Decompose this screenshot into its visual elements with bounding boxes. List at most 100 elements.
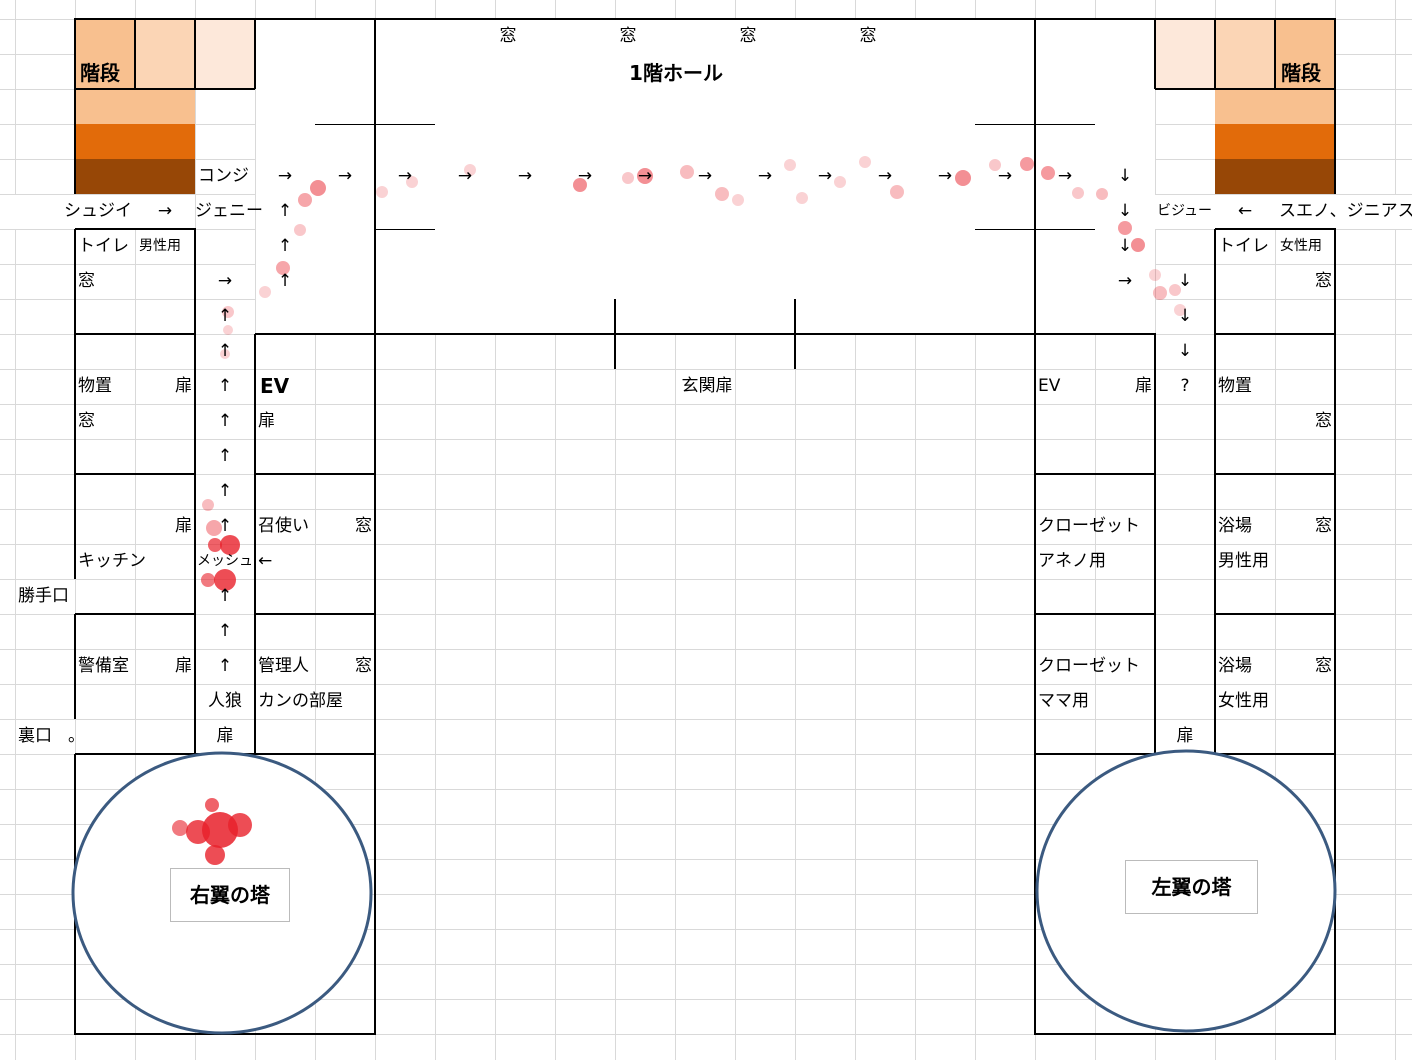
closet-label: クローゼット	[1038, 656, 1140, 676]
toilet-gender-label: 女性用	[1280, 238, 1322, 254]
entrance-door-label: 玄関扉	[681, 376, 733, 396]
arrow-right: →	[997, 166, 1013, 186]
character-konji: コンジ	[198, 166, 249, 186]
wall	[1215, 228, 1336, 230]
arrow-right: →	[757, 166, 773, 186]
stair-cell	[195, 19, 255, 89]
arrow-up: ↑	[217, 306, 233, 326]
wall	[74, 614, 76, 719]
manager-label: 管理人	[258, 656, 309, 676]
toilet-label: トイレ	[1218, 236, 1269, 256]
right-tower-label: 右翼の塔	[170, 868, 290, 922]
door-label: 扉	[1135, 376, 1152, 396]
unknown-label: ?	[1180, 376, 1190, 396]
window-label: 窓	[1315, 271, 1332, 291]
wall	[374, 18, 376, 1035]
closet-label: クローゼット	[1038, 516, 1140, 536]
character-bijou: ビジュー	[1157, 203, 1213, 219]
hall-title: 1階ホール	[629, 61, 723, 85]
door-label: 扉	[175, 376, 192, 396]
kan-room-label: カンの部屋	[258, 691, 343, 711]
door-label: 扉	[258, 411, 275, 431]
door-label: 扉	[175, 656, 192, 676]
kitchen-label: キッチン	[78, 551, 146, 571]
wall	[1215, 473, 1336, 475]
corridor-floor	[256, 20, 375, 334]
blood-trail	[172, 156, 1186, 865]
wall	[1035, 1033, 1336, 1035]
arrow-right: →	[637, 166, 653, 186]
stair-cell	[1155, 19, 1215, 89]
wall	[1154, 18, 1156, 89]
stair-cell	[1215, 124, 1335, 159]
arrow-right: →	[397, 166, 413, 186]
arrow-right: →	[217, 271, 233, 291]
wall	[255, 333, 1156, 335]
arrow-right: →	[457, 166, 473, 186]
wall	[1034, 18, 1036, 1035]
arrow-down: ↓	[1117, 201, 1133, 221]
wall	[254, 334, 256, 754]
stair-cell	[75, 124, 195, 159]
storage-label: 物置	[78, 376, 112, 396]
window-label: 窓	[1315, 411, 1332, 431]
thin-wall	[315, 124, 435, 125]
window-label: 窓	[1315, 516, 1332, 536]
wall	[1154, 334, 1156, 754]
stairs-right-label: 階段	[1281, 61, 1321, 85]
stair-cell	[75, 19, 135, 89]
arrow-up: ↑	[277, 236, 293, 256]
stair-cell	[1215, 159, 1335, 194]
arrow-up: ↑	[277, 271, 293, 291]
stair-cell	[75, 159, 195, 194]
wall	[75, 228, 196, 230]
closet-owner-label: ママ用	[1038, 691, 1089, 711]
bath-gender-label: 女性用	[1218, 691, 1269, 711]
stair-cell	[1275, 19, 1335, 89]
arrow-up: ↑	[217, 481, 233, 501]
character-werewolf: 人狼	[208, 691, 242, 711]
wall	[255, 613, 376, 615]
stair-cell	[75, 89, 195, 124]
window-label: 窓	[78, 271, 95, 291]
wall	[75, 473, 196, 475]
closet-owner-label: アネノ用	[1038, 551, 1106, 571]
arrow-right: →	[1117, 271, 1133, 291]
arrow-left: ←	[258, 551, 273, 571]
window-label: 窓	[78, 411, 95, 431]
guard-room-label: 警備室	[78, 656, 129, 676]
arrow-up: ↑	[217, 376, 233, 396]
arrow-down: ↓	[1177, 306, 1193, 326]
door-label: 扉	[216, 726, 234, 746]
stair-cell	[1215, 89, 1335, 124]
wall	[1334, 229, 1336, 1035]
window-label: 窓	[355, 656, 372, 676]
wall	[1035, 613, 1156, 615]
ev-label: EV	[1038, 376, 1061, 396]
rear-door-label: 裏口	[18, 726, 52, 746]
arrow-up: ↑	[217, 411, 233, 431]
arrow-up: ↑	[217, 341, 233, 361]
arrow-right: →	[697, 166, 713, 186]
toilet-gender-label: 男性用	[139, 238, 181, 254]
wall	[1215, 613, 1336, 615]
arrow-down: ↓	[1117, 236, 1133, 256]
hall-floor	[376, 20, 1034, 334]
stair-cell	[135, 19, 195, 89]
corridor-floor	[1036, 20, 1155, 334]
servant-room-label: 召使い	[258, 516, 309, 536]
window-label: 窓	[355, 516, 372, 536]
rear-mark: 。	[68, 726, 85, 746]
wall	[75, 613, 196, 615]
storage-label: 物置	[1218, 376, 1252, 396]
arrow-down: ↓	[1177, 341, 1193, 361]
toilet-label: トイレ	[78, 236, 129, 256]
wall	[74, 18, 76, 194]
arrow-right: →	[337, 166, 353, 186]
wall	[194, 18, 196, 89]
arrow-up: ↑	[277, 201, 293, 221]
wall	[74, 229, 76, 579]
arrow-right: →	[277, 166, 293, 186]
arrow-up: ↑	[217, 586, 233, 606]
window-label: 窓	[619, 26, 637, 46]
